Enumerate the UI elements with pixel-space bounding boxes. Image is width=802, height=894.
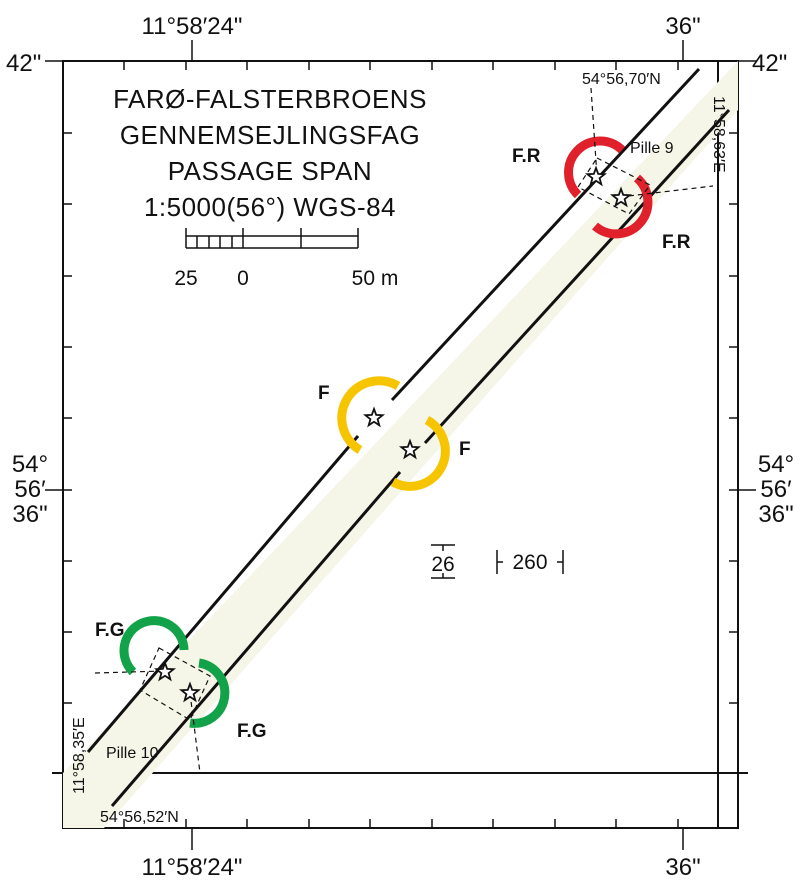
map-frame (62, 60, 739, 829)
yellow-light-sector-upper (337, 376, 401, 454)
bottom-right-longitude: 36" (665, 854, 700, 881)
channel-edge-lower-a (110, 471, 402, 807)
pier-9-outline (577, 157, 651, 215)
red-light-sector-upper (564, 136, 626, 199)
top-right-latitude: 42" (752, 50, 787, 77)
sw-longitude: 11°58,35′E (71, 717, 88, 794)
pier-10-outline (139, 647, 211, 721)
green-light-label-top: F.G (95, 620, 125, 641)
leader-sw-lon (94, 670, 165, 674)
channel-edge-lower-b (423, 108, 731, 445)
title-line-4: 1:5000(56°) WGS-84 (144, 192, 396, 222)
top-left-latitude: 42" (6, 50, 41, 77)
yellow-light-star-upper (362, 406, 386, 428)
pier-10-label: Pille 10 (106, 745, 159, 762)
title-line-3: PASSAGE SPAN (168, 156, 372, 186)
left-latitude-minutes: 56′ (14, 476, 46, 503)
left-latitude-seconds: 36" (12, 501, 47, 528)
ne-latitude: 54°56,70′N (582, 71, 661, 88)
border-ticks (45, 40, 756, 850)
sounding-depth: 26 (431, 553, 454, 576)
top-right-longitude: 36" (665, 13, 700, 40)
channel-band (63, 61, 738, 828)
leader-ne-lon (619, 185, 714, 198)
red-light-star-upper (584, 165, 608, 187)
title-line-1: FARØ-FALSTERBROENS (113, 84, 427, 114)
scale-label-25: 25 (174, 267, 197, 290)
channel-edge-upper-a (86, 435, 360, 753)
scale-label-0: 0 (237, 267, 249, 290)
scale-bar (185, 228, 359, 249)
green-light-sector-lower (189, 658, 230, 728)
green-light-star-lower (178, 681, 202, 703)
leader-ne-lat (590, 87, 598, 177)
red-light-star-lower (609, 186, 633, 208)
sounding-marker (431, 544, 455, 579)
green-light-star-upper (153, 660, 177, 682)
clearance-marker (496, 550, 564, 574)
red-light-label-top: F.R (512, 146, 541, 167)
channel-edge-upper-b (390, 67, 701, 402)
left-latitude-degrees: 54° (12, 451, 48, 478)
yellow-light-label-top: F (318, 383, 330, 404)
red-light-sector-lower (592, 174, 653, 239)
scale-label-50m: 50 m (352, 267, 399, 290)
green-light-sector-upper (119, 616, 189, 676)
leader-sw-lat (189, 692, 201, 774)
yellow-light-sector-lower (390, 416, 450, 491)
clearance-height: 260 (512, 551, 547, 574)
right-latitude-minutes: 56′ (760, 476, 792, 503)
title-line-2: GENNEMSEJLINGSFAG (120, 120, 420, 150)
right-latitude-seconds: 36" (758, 501, 793, 528)
green-light-label-bottom: F.G (237, 721, 267, 742)
yellow-light-star-lower (398, 438, 422, 460)
red-light-label-bottom: F.R (662, 232, 691, 253)
pier-9-label: Pille 9 (630, 140, 674, 157)
top-left-longitude: 11°58′24" (142, 13, 243, 40)
yellow-light-label-bottom: F (459, 439, 471, 460)
right-latitude-degrees: 54° (758, 451, 794, 478)
bottom-left-longitude: 11°58′24" (142, 854, 243, 881)
ne-longitude: 11°58,63′E (710, 96, 727, 173)
sw-latitude: 54°56,52′N (100, 809, 179, 826)
